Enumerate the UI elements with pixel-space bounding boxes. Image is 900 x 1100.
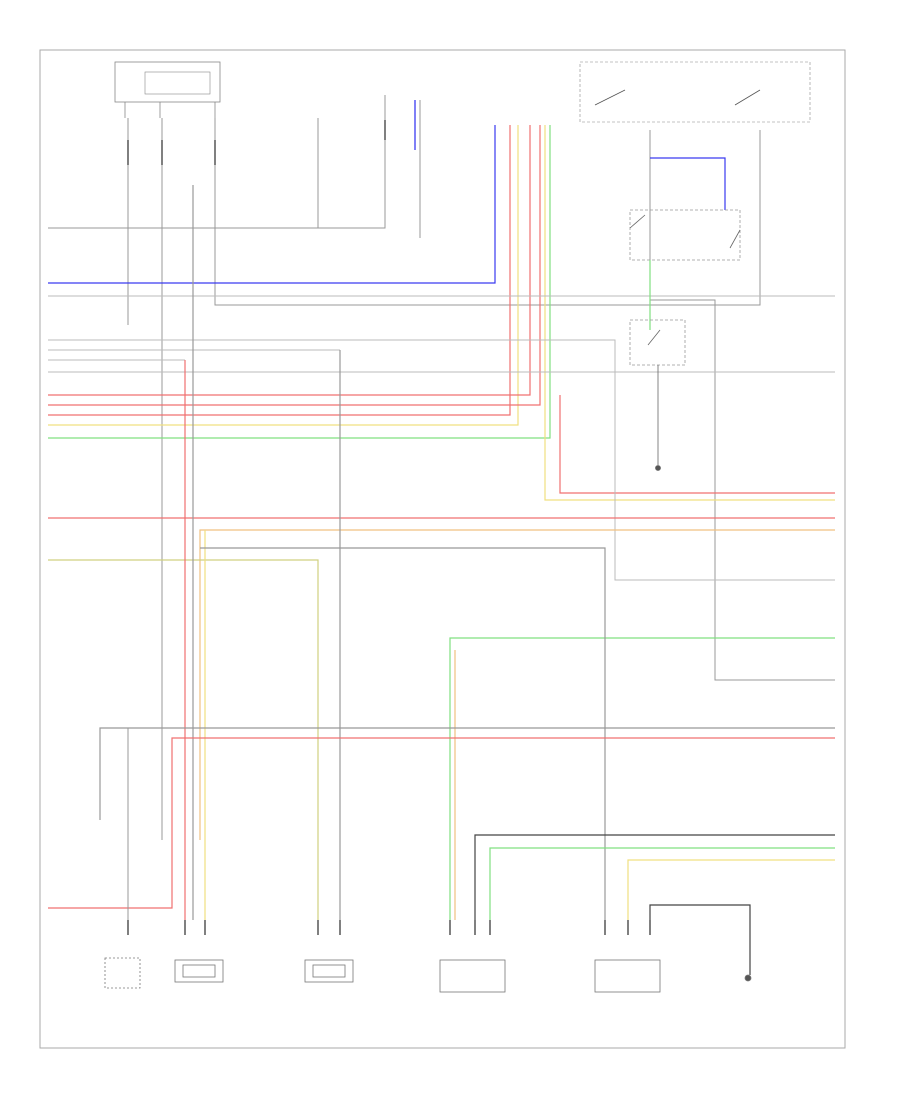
relay-blocks-right	[629, 157, 741, 471]
color-harness	[48, 125, 835, 501]
top-drops	[48, 95, 835, 840]
diagram-border	[39, 49, 846, 1049]
middle-runs	[48, 185, 835, 920]
lower-runs	[48, 727, 835, 975]
gray-bus-lines	[48, 295, 835, 581]
connector-ticks	[127, 120, 651, 935]
relay-box-top-right	[579, 61, 811, 123]
module-box-top-left	[114, 61, 221, 118]
bottom-components	[104, 957, 752, 993]
